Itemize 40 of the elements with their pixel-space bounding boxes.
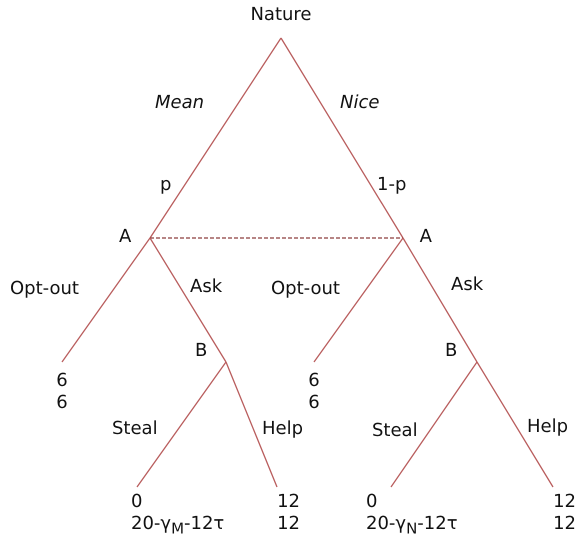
edge-label: Mean [155, 92, 204, 114]
edge-label: Ask [190, 276, 222, 298]
player-label: B [442, 340, 477, 362]
player-label: A [116, 226, 150, 250]
branch-line [402, 238, 478, 362]
edge-label: Ask [451, 274, 484, 296]
edge-label: Help [527, 416, 568, 438]
payoff-value: 20-γ$_{N}$-12τ [366, 513, 459, 540]
payoff-value: 6 [55, 392, 69, 414]
payoff-value: 0 [131, 491, 144, 513]
branch-line [149, 38, 282, 238]
chance-node-label: Nature [241, 4, 321, 38]
probability-label: p [160, 174, 172, 196]
branch-line [476, 362, 554, 488]
edge-label: Steal [372, 420, 418, 442]
payoff-value: 12 [552, 491, 576, 513]
payoff-value: 12 [276, 491, 300, 513]
branch-line [61, 238, 151, 362]
player-label: A [403, 226, 435, 250]
edge-label: Nice [340, 92, 380, 114]
branch-line [280, 38, 404, 238]
payoff-value: 6 [307, 370, 321, 392]
branch-line [149, 238, 227, 362]
branch-line [136, 362, 227, 488]
payoff-value: 12 [552, 513, 576, 535]
edge-label: Opt-out [271, 278, 340, 300]
player-label: B [192, 340, 226, 362]
payoff-value: 6 [307, 392, 321, 414]
payoff-value: 12 [276, 513, 300, 535]
information-set-line [150, 237, 403, 239]
branch-line [390, 362, 478, 488]
edge-label: Opt-out [10, 278, 79, 300]
payoff-value: 20-γ$_{M}$-12τ [131, 513, 226, 540]
edge-label: Steal [112, 418, 158, 440]
probability-label: 1-p [377, 174, 406, 196]
payoff-value: 6 [55, 370, 69, 392]
branch-line [225, 362, 278, 488]
branch-line [313, 238, 404, 362]
payoff-value: 0 [366, 491, 378, 513]
edge-label: Help [262, 418, 304, 440]
